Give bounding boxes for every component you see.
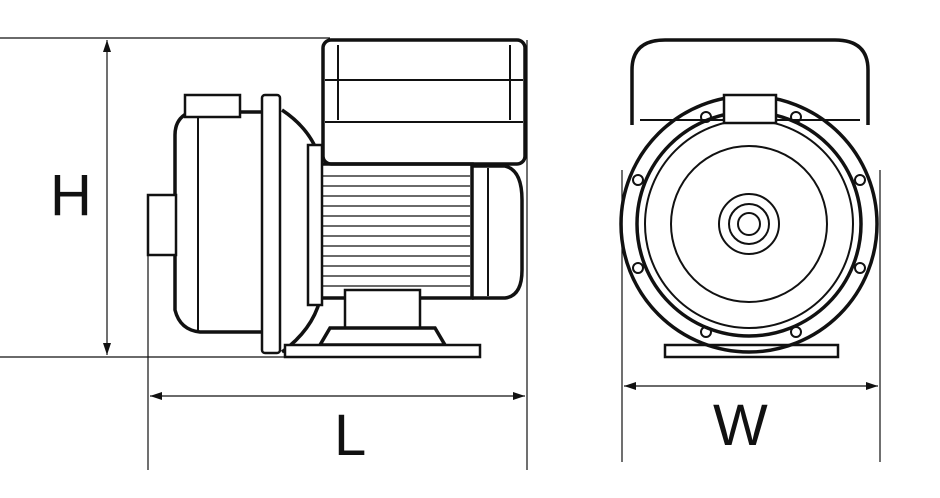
width-label: W bbox=[713, 393, 768, 458]
width-dimension: W bbox=[621, 170, 881, 462]
flange-bolts bbox=[632, 111, 866, 338]
length-label: L bbox=[334, 403, 366, 468]
height-label: H bbox=[50, 163, 92, 228]
motor-cooling-fins bbox=[322, 175, 470, 287]
height-dimension: H bbox=[0, 37, 330, 358]
pump-front-view bbox=[619, 38, 879, 359]
pump-side-view bbox=[146, 38, 527, 359]
